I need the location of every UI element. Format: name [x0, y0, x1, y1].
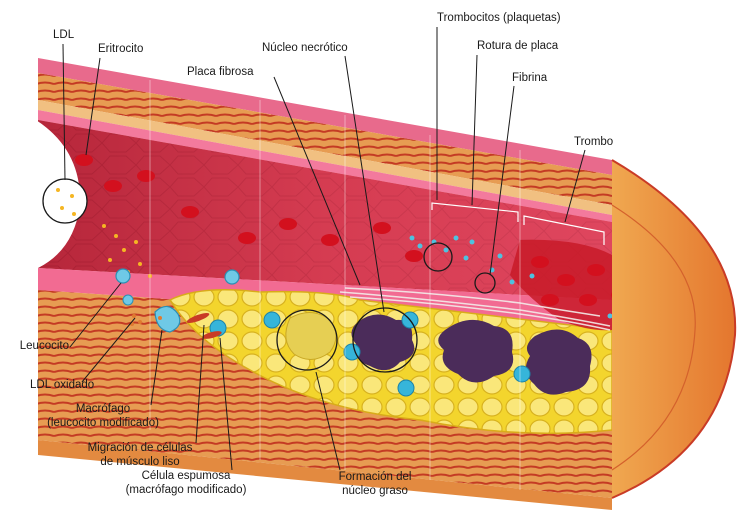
- label-macrofago-line2: (leucocito modificado): [47, 416, 159, 430]
- label-nucleo-necrotico: Núcleo necrótico: [262, 41, 348, 55]
- label-macrofago: Macrófago (leucocito modificado): [47, 402, 159, 431]
- label-placa-fibrosa: Placa fibrosa: [187, 65, 253, 79]
- label-ldl: LDL: [53, 28, 74, 42]
- label-rotura-placa: Rotura de placa: [477, 39, 558, 53]
- label-leucocito: Leucocito: [3, 339, 69, 353]
- label-trombo: Trombo: [574, 135, 613, 149]
- label-eritrocito: Eritrocito: [98, 42, 143, 56]
- label-formacion-line2: núcleo graso: [339, 484, 412, 498]
- label-ldl-oxidado: LDL oxidado: [30, 378, 94, 392]
- label-formacion-line1: Formación del: [339, 470, 412, 484]
- label-fibrina: Fibrina: [512, 71, 547, 85]
- label-macrofago-line1: Macrófago: [47, 402, 159, 416]
- label-trombocitos: Trombocitos (plaquetas): [437, 11, 561, 25]
- label-celula-espumosa: Célula espumosa (macrófago modificado): [126, 469, 247, 498]
- label-migracion-line1: Migración de células: [88, 441, 193, 455]
- label-celula-line2: (macrófago modificado): [126, 483, 247, 497]
- label-celula-line1: Célula espumosa: [126, 469, 247, 483]
- label-migracion: Migración de células de músculo liso: [88, 441, 193, 470]
- label-migracion-line2: de músculo liso: [88, 455, 193, 469]
- label-formacion-nucleo: Formación del núcleo graso: [339, 470, 412, 499]
- artery-end-cap: [612, 160, 735, 498]
